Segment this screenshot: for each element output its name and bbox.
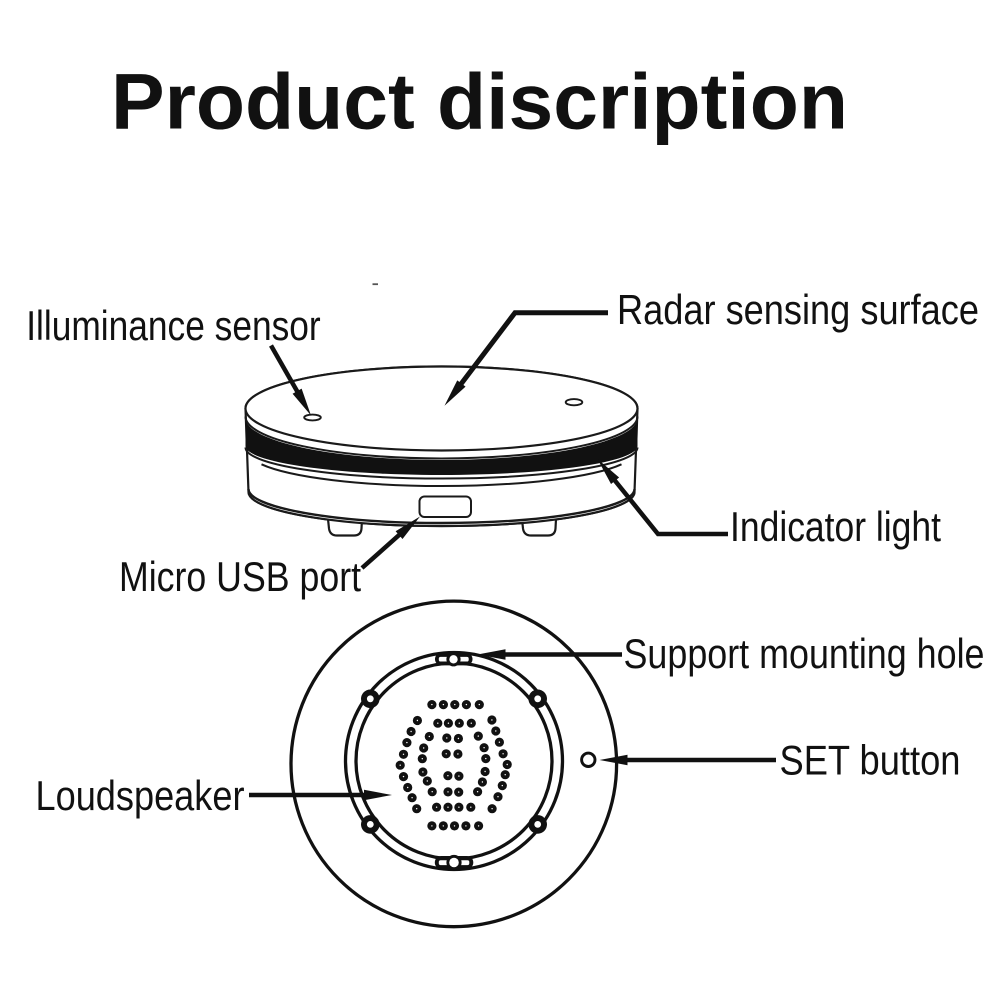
svg-text:SET button: SET button (780, 737, 961, 784)
svg-text:Radar sensing surface: Radar sensing surface (617, 286, 979, 333)
svg-text:Support mounting hole: Support mounting hole (624, 630, 985, 677)
svg-text:Loudspeaker: Loudspeaker (36, 772, 245, 819)
svg-text:Indicator light: Indicator light (730, 503, 941, 550)
svg-text:Product discription: Product discription (111, 57, 848, 146)
svg-text:Micro USB port: Micro USB port (119, 553, 361, 600)
svg-text:Illuminance sensor: Illuminance sensor (26, 302, 321, 349)
